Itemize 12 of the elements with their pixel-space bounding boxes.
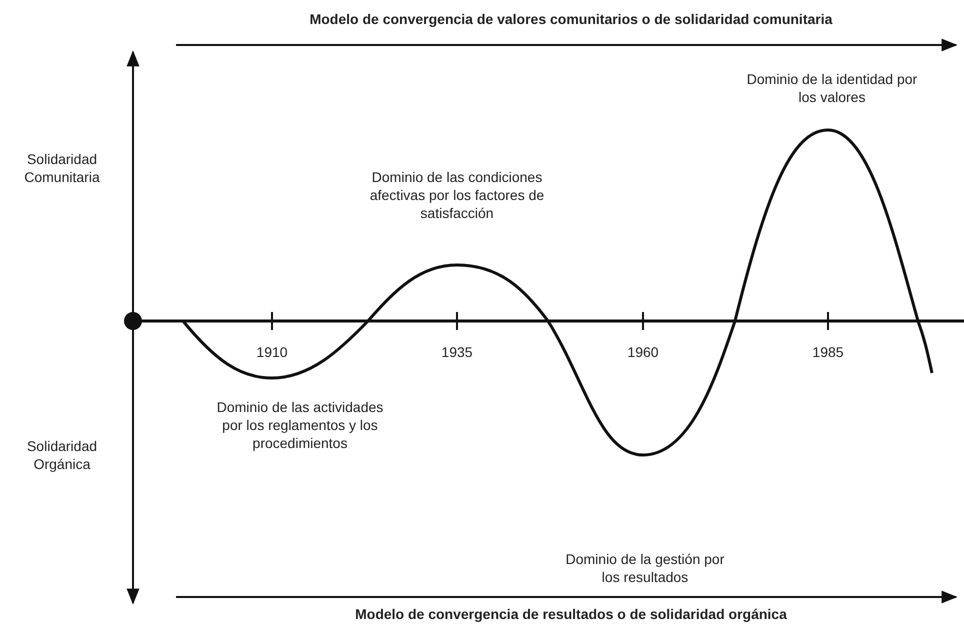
curve-annotation: Dominio de las condiciones afectivas por los factores de satisfacción [368, 168, 546, 222]
year-label: 1960 [626, 343, 660, 361]
axis-label: Solidaridad Orgánica [26, 437, 98, 473]
curve-annotation: Dominio de la identidad por los valores [746, 70, 918, 106]
curve-annotation: Dominio de la gestión por los resultados [565, 550, 725, 586]
year-label: 1935 [440, 343, 474, 361]
axis-title: Modelo de convergencia de valores comunitarios o de solidaridad comunitaria [308, 10, 834, 28]
axis-title: Modelo de convergencia de resultados o de solidaridad orgánica [354, 605, 788, 623]
curve-annotation: Dominio de las actividades por los reglamentos y los procedimientos [216, 398, 384, 452]
year-label: 1985 [811, 343, 845, 361]
axis-label: Solidaridad Comunitaria [23, 150, 101, 186]
year-label: 1910 [255, 343, 289, 361]
